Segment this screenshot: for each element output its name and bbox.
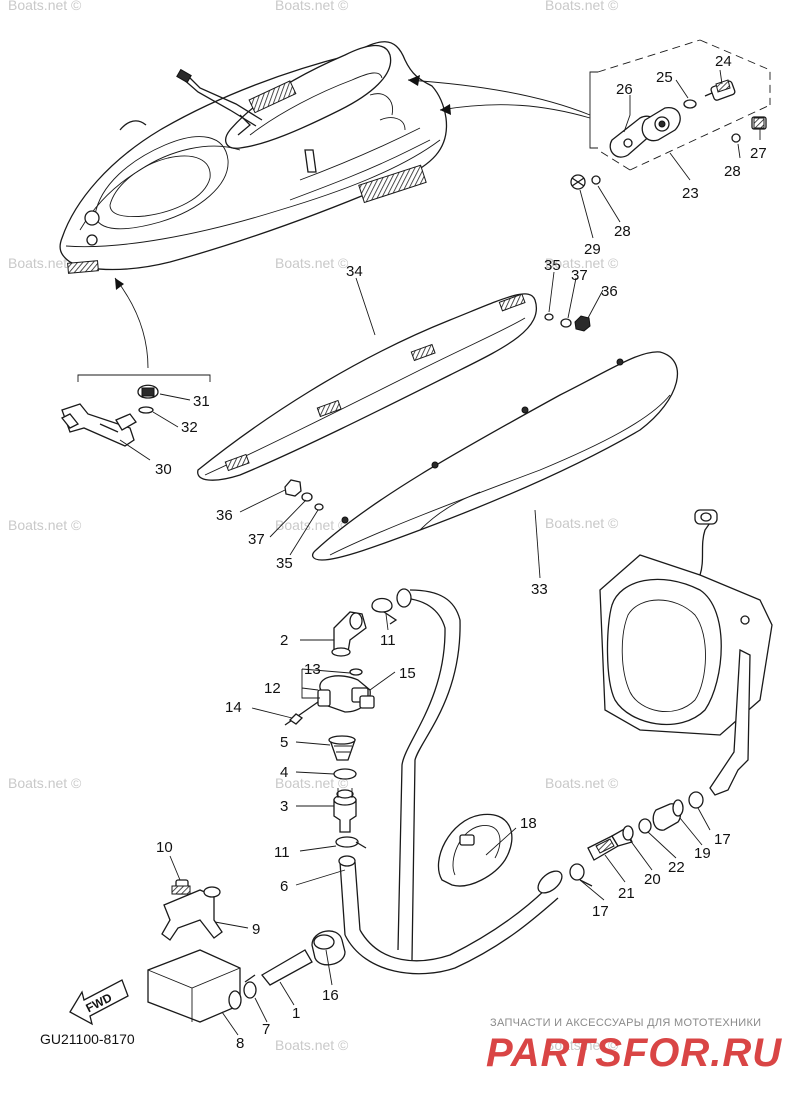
callout-8: 8 <box>236 1035 244 1052</box>
callout-28-inset: 28 <box>724 163 741 180</box>
callout-36-top: 36 <box>601 283 618 300</box>
hose-fitting <box>333 788 357 833</box>
hose-band <box>437 813 513 887</box>
callout-20: 20 <box>644 871 661 888</box>
callout-10: 10 <box>156 839 173 856</box>
watermark: Boats.net © <box>8 775 82 791</box>
watermark: Boats.net © <box>275 517 349 533</box>
callout-11-bottom: 11 <box>274 844 290 861</box>
sponson-right <box>311 351 679 561</box>
callout-35-bottom: 35 <box>276 555 293 572</box>
callout-37-bottom: 37 <box>248 531 265 548</box>
inset-outlet-assembly <box>570 39 771 190</box>
hose-clamp-lower <box>335 836 367 849</box>
short-hose <box>261 930 346 986</box>
drawing-code: GU21100-8170 <box>40 1031 135 1047</box>
callout-16: 16 <box>322 987 339 1004</box>
watermark: Boats.net © <box>275 0 349 13</box>
sponson-left <box>197 293 538 481</box>
callout-18: 18 <box>520 815 537 832</box>
callout-26: 26 <box>616 81 633 98</box>
watermark: Boats.net © <box>545 0 619 13</box>
watermark: Boats.net © <box>545 255 619 271</box>
leader-lines <box>119 69 761 1036</box>
callout-36-bottom: 36 <box>216 507 233 524</box>
callout-13: 13 <box>304 661 321 678</box>
callout-4: 4 <box>280 764 288 781</box>
callout-23: 23 <box>682 185 699 202</box>
watermark: Boats.net © <box>545 515 619 531</box>
watermark-layer: Boats.net © Boats.net © Boats.net © Boat… <box>8 0 619 1053</box>
bilge-hose-routing <box>338 588 563 975</box>
callout-5: 5 <box>280 734 288 751</box>
callout-6: 6 <box>280 878 288 895</box>
callout-15: 15 <box>399 665 416 682</box>
mounting-bracket <box>161 879 223 941</box>
callout-19: 19 <box>694 845 711 862</box>
callout-17-left: 17 <box>592 903 609 920</box>
callout-1: 1 <box>292 1005 300 1022</box>
watermark: Boats.net © <box>275 775 349 791</box>
callout-25: 25 <box>656 69 673 86</box>
watermark: Boats.net © <box>545 1037 619 1053</box>
callout-3: 3 <box>280 798 288 815</box>
drain-fittings-right <box>569 791 704 887</box>
callout-27: 27 <box>750 145 767 162</box>
watercraft-hull-illustration <box>59 41 448 274</box>
callout-2: 2 <box>280 632 288 649</box>
callout-24: 24 <box>715 53 732 70</box>
watermark: Boats.net © <box>8 255 82 271</box>
hose-clamp-upper <box>371 597 398 625</box>
o-ring <box>333 768 357 780</box>
strainer-holder <box>284 668 375 726</box>
callout-29: 29 <box>584 241 601 258</box>
water-filter-box <box>147 949 257 1023</box>
footer-brand-logo: PARTSFOR.RU <box>486 1031 782 1075</box>
callout-34: 34 <box>346 263 363 280</box>
watermark: Boats.net © <box>8 517 82 533</box>
elbow-fitting <box>331 611 367 657</box>
bow-eye-bracket <box>60 384 159 447</box>
callout-30: 30 <box>155 461 172 478</box>
watermark: Boats.net © <box>275 255 349 271</box>
callout-31: 31 <box>193 393 210 410</box>
callout-12: 12 <box>264 680 281 697</box>
jet-pump-nozzle <box>599 509 773 796</box>
callout-22: 22 <box>668 859 685 876</box>
callout-28: 28 <box>614 223 631 240</box>
callout-32: 32 <box>181 419 198 436</box>
footer-tagline: ЗАПЧАСТИ И АКСЕССУАРЫ ДЛЯ МОТОТЕХНИКИ <box>490 1017 761 1029</box>
callout-9: 9 <box>252 921 260 938</box>
watermark: Boats.net © <box>275 1037 349 1053</box>
watermark: Boats.net © <box>8 0 82 13</box>
watermark: Boats.net © <box>545 775 619 791</box>
callout-11-top: 11 <box>380 632 396 649</box>
sponson-fasteners <box>284 313 591 511</box>
callout-14: 14 <box>225 699 242 716</box>
callout-17-right: 17 <box>714 831 731 848</box>
callout-33: 33 <box>531 581 548 598</box>
strainer-cone <box>328 735 356 761</box>
callout-21: 21 <box>618 885 635 902</box>
callout-35-top: 35 <box>544 257 561 274</box>
callout-numbers: 24 25 26 27 28 23 28 29 34 35 37 36 31 3… <box>155 53 767 1052</box>
forward-arrow-icon: FWD <box>69 979 129 1026</box>
callout-37-top: 37 <box>571 267 588 284</box>
callout-7: 7 <box>262 1021 270 1038</box>
